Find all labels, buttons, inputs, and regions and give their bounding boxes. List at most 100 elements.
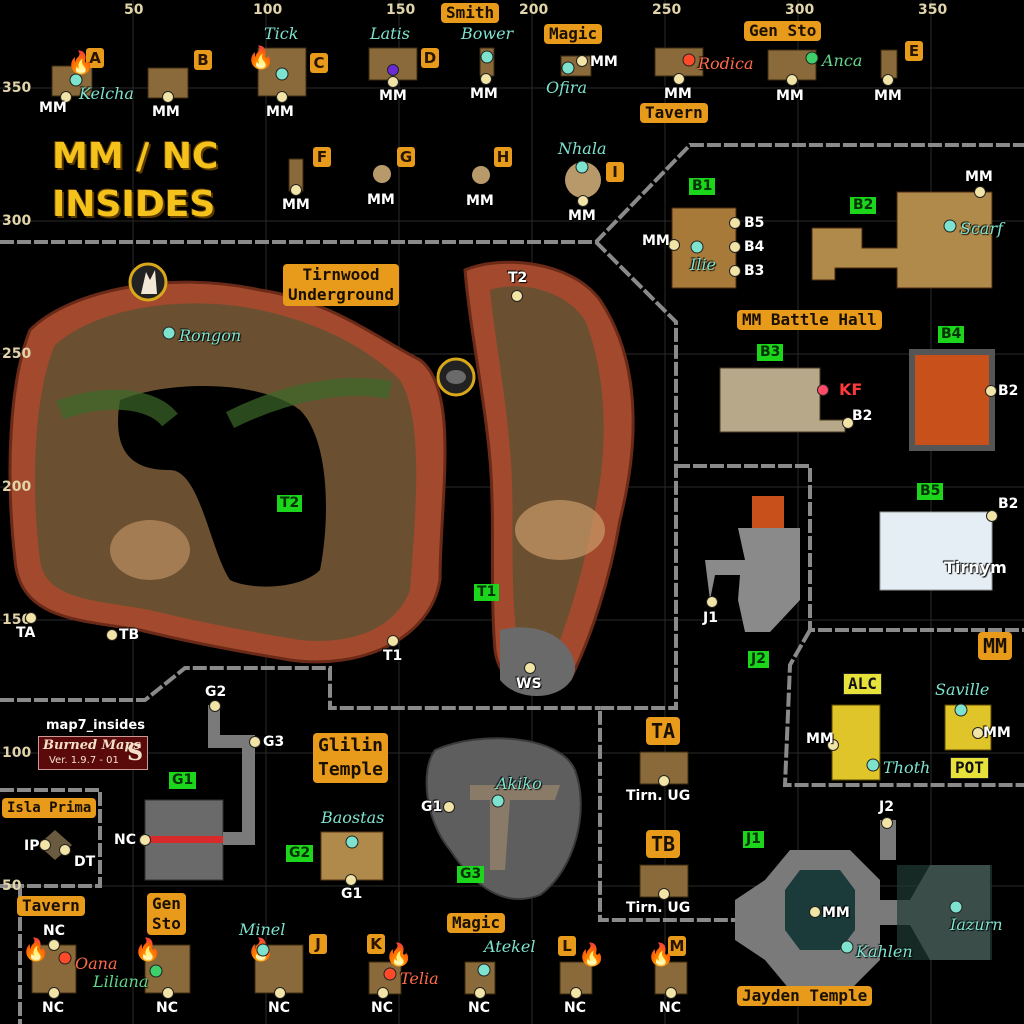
- exit-marker[interactable]: [60, 91, 72, 103]
- npc-akiko[interactable]: Akiko: [496, 774, 542, 793]
- room-letter-e[interactable]: E: [905, 41, 923, 61]
- npc-kahlen[interactable]: Kahlen: [856, 942, 913, 961]
- npc-bower[interactable]: Bower: [461, 24, 514, 43]
- area-magic-bottom[interactable]: Magic: [447, 913, 506, 933]
- exit-marker[interactable]: [570, 987, 582, 999]
- npc-marker[interactable]: [866, 758, 880, 772]
- exit-marker[interactable]: [387, 635, 399, 647]
- npc-marker[interactable]: [575, 160, 589, 174]
- exit-marker[interactable]: [290, 184, 302, 196]
- zone-b4[interactable]: B4: [938, 326, 965, 343]
- npc-marker[interactable]: [805, 51, 819, 65]
- exit-marker[interactable]: [986, 510, 998, 522]
- npc-latis[interactable]: Latis: [370, 24, 410, 43]
- npc-marker[interactable]: [949, 900, 963, 914]
- exit-marker[interactable]: [139, 834, 151, 846]
- exit-marker[interactable]: [345, 874, 357, 886]
- exit-marker[interactable]: [658, 775, 670, 787]
- npc-marker[interactable]: [275, 67, 289, 81]
- exit-marker[interactable]: [673, 73, 685, 85]
- room-letter-f[interactable]: F: [313, 147, 331, 167]
- exit-marker[interactable]: [827, 739, 839, 751]
- zone-b5[interactable]: B5: [917, 483, 944, 500]
- npc-kf[interactable]: KF: [839, 380, 863, 399]
- npc-telia[interactable]: Telia: [400, 969, 439, 988]
- area-gen-sto-top[interactable]: Gen Sto: [744, 21, 822, 41]
- exit-marker[interactable]: [39, 839, 51, 851]
- area-tirnwood[interactable]: Tirnwood Underground: [283, 264, 399, 306]
- exit-marker[interactable]: [665, 987, 677, 999]
- npc-atekel[interactable]: Atekel: [484, 937, 536, 956]
- npc-nhala[interactable]: Nhala: [558, 139, 607, 158]
- area-pot[interactable]: POT: [950, 757, 989, 779]
- exit-marker[interactable]: [48, 939, 60, 951]
- npc-marker[interactable]: [480, 50, 494, 64]
- zone-g1[interactable]: G1: [169, 772, 197, 789]
- exit-marker[interactable]: [842, 417, 854, 429]
- exit-marker[interactable]: [524, 662, 536, 674]
- exit-marker[interactable]: [387, 76, 399, 88]
- npc-marker[interactable]: [943, 219, 957, 233]
- exit-marker[interactable]: [274, 987, 286, 999]
- npc-iazurn[interactable]: Iazurn: [950, 915, 1003, 934]
- npc-marker[interactable]: [690, 240, 704, 254]
- npc-minel[interactable]: Minel: [239, 920, 286, 939]
- npc-anca[interactable]: Anca: [822, 51, 863, 70]
- exit-marker[interactable]: [511, 290, 523, 302]
- npc-marker[interactable]: [561, 61, 575, 75]
- exit-marker[interactable]: [377, 987, 389, 999]
- npc-scarf[interactable]: Scarf: [960, 219, 1004, 238]
- npc-rodica[interactable]: Rodica: [698, 54, 754, 73]
- exit-marker[interactable]: [480, 73, 492, 85]
- npc-marker[interactable]: [840, 940, 854, 954]
- npc-tick[interactable]: Tick: [264, 24, 299, 43]
- room-letter-b[interactable]: B: [194, 50, 212, 70]
- npc-thoth[interactable]: Thoth: [883, 758, 931, 777]
- zone-j2[interactable]: J2: [748, 651, 769, 668]
- exit-marker[interactable]: [59, 844, 71, 856]
- exit-marker[interactable]: [985, 385, 997, 397]
- area-glilin-temple[interactable]: Glilin Temple: [313, 733, 389, 783]
- exit-marker[interactable]: [106, 629, 118, 641]
- npc-oana[interactable]: Oana: [75, 954, 118, 973]
- exit-marker[interactable]: [729, 217, 741, 229]
- exit-marker[interactable]: [881, 817, 893, 829]
- area-isla-prima[interactable]: Isla Prima: [2, 798, 97, 818]
- zone-b1[interactable]: B1: [689, 178, 716, 195]
- exit-marker[interactable]: [786, 74, 798, 86]
- exit-marker[interactable]: [706, 596, 718, 608]
- area-mm[interactable]: MM: [978, 632, 1013, 660]
- exit-marker[interactable]: [576, 55, 588, 67]
- exit-marker[interactable]: [443, 801, 455, 813]
- area-tb[interactable]: TB: [646, 830, 681, 858]
- npc-marker[interactable]: [162, 326, 176, 340]
- zone-t2[interactable]: T2: [277, 495, 303, 512]
- zone-t1[interactable]: T1: [474, 584, 500, 601]
- npc-kelcha[interactable]: Kelcha: [79, 84, 134, 103]
- npc-ofira[interactable]: Ofira: [546, 78, 587, 97]
- npc-marker[interactable]: [256, 943, 270, 957]
- npc-marker[interactable]: [491, 794, 505, 808]
- exit-marker[interactable]: [276, 91, 288, 103]
- room-letter-g[interactable]: G: [397, 147, 415, 167]
- area-tavern-bottom[interactable]: Tavern: [17, 896, 85, 916]
- area-alc[interactable]: ALC: [843, 673, 882, 695]
- zone-b2[interactable]: B2: [850, 197, 877, 214]
- exit-marker[interactable]: [577, 195, 589, 207]
- room-letter-a[interactable]: A: [86, 48, 104, 68]
- exit-marker[interactable]: [882, 74, 894, 86]
- exit-marker[interactable]: [974, 186, 986, 198]
- npc-marker[interactable]: [345, 835, 359, 849]
- room-letter-i[interactable]: I: [606, 162, 624, 182]
- npc-saville[interactable]: Saville: [935, 680, 990, 699]
- zone-g2[interactable]: G2: [286, 845, 314, 862]
- room-letter-m[interactable]: M: [668, 936, 686, 956]
- area-gen-sto-bottom[interactable]: Gen Sto: [147, 893, 186, 935]
- zone-j1[interactable]: J1: [743, 831, 764, 848]
- exit-marker[interactable]: [729, 265, 741, 277]
- exit-marker[interactable]: [729, 241, 741, 253]
- area-magic-top[interactable]: Magic: [544, 24, 603, 44]
- exit-marker[interactable]: [474, 987, 486, 999]
- zone-g3[interactable]: G3: [457, 866, 485, 883]
- room-letter-j[interactable]: J: [309, 934, 327, 954]
